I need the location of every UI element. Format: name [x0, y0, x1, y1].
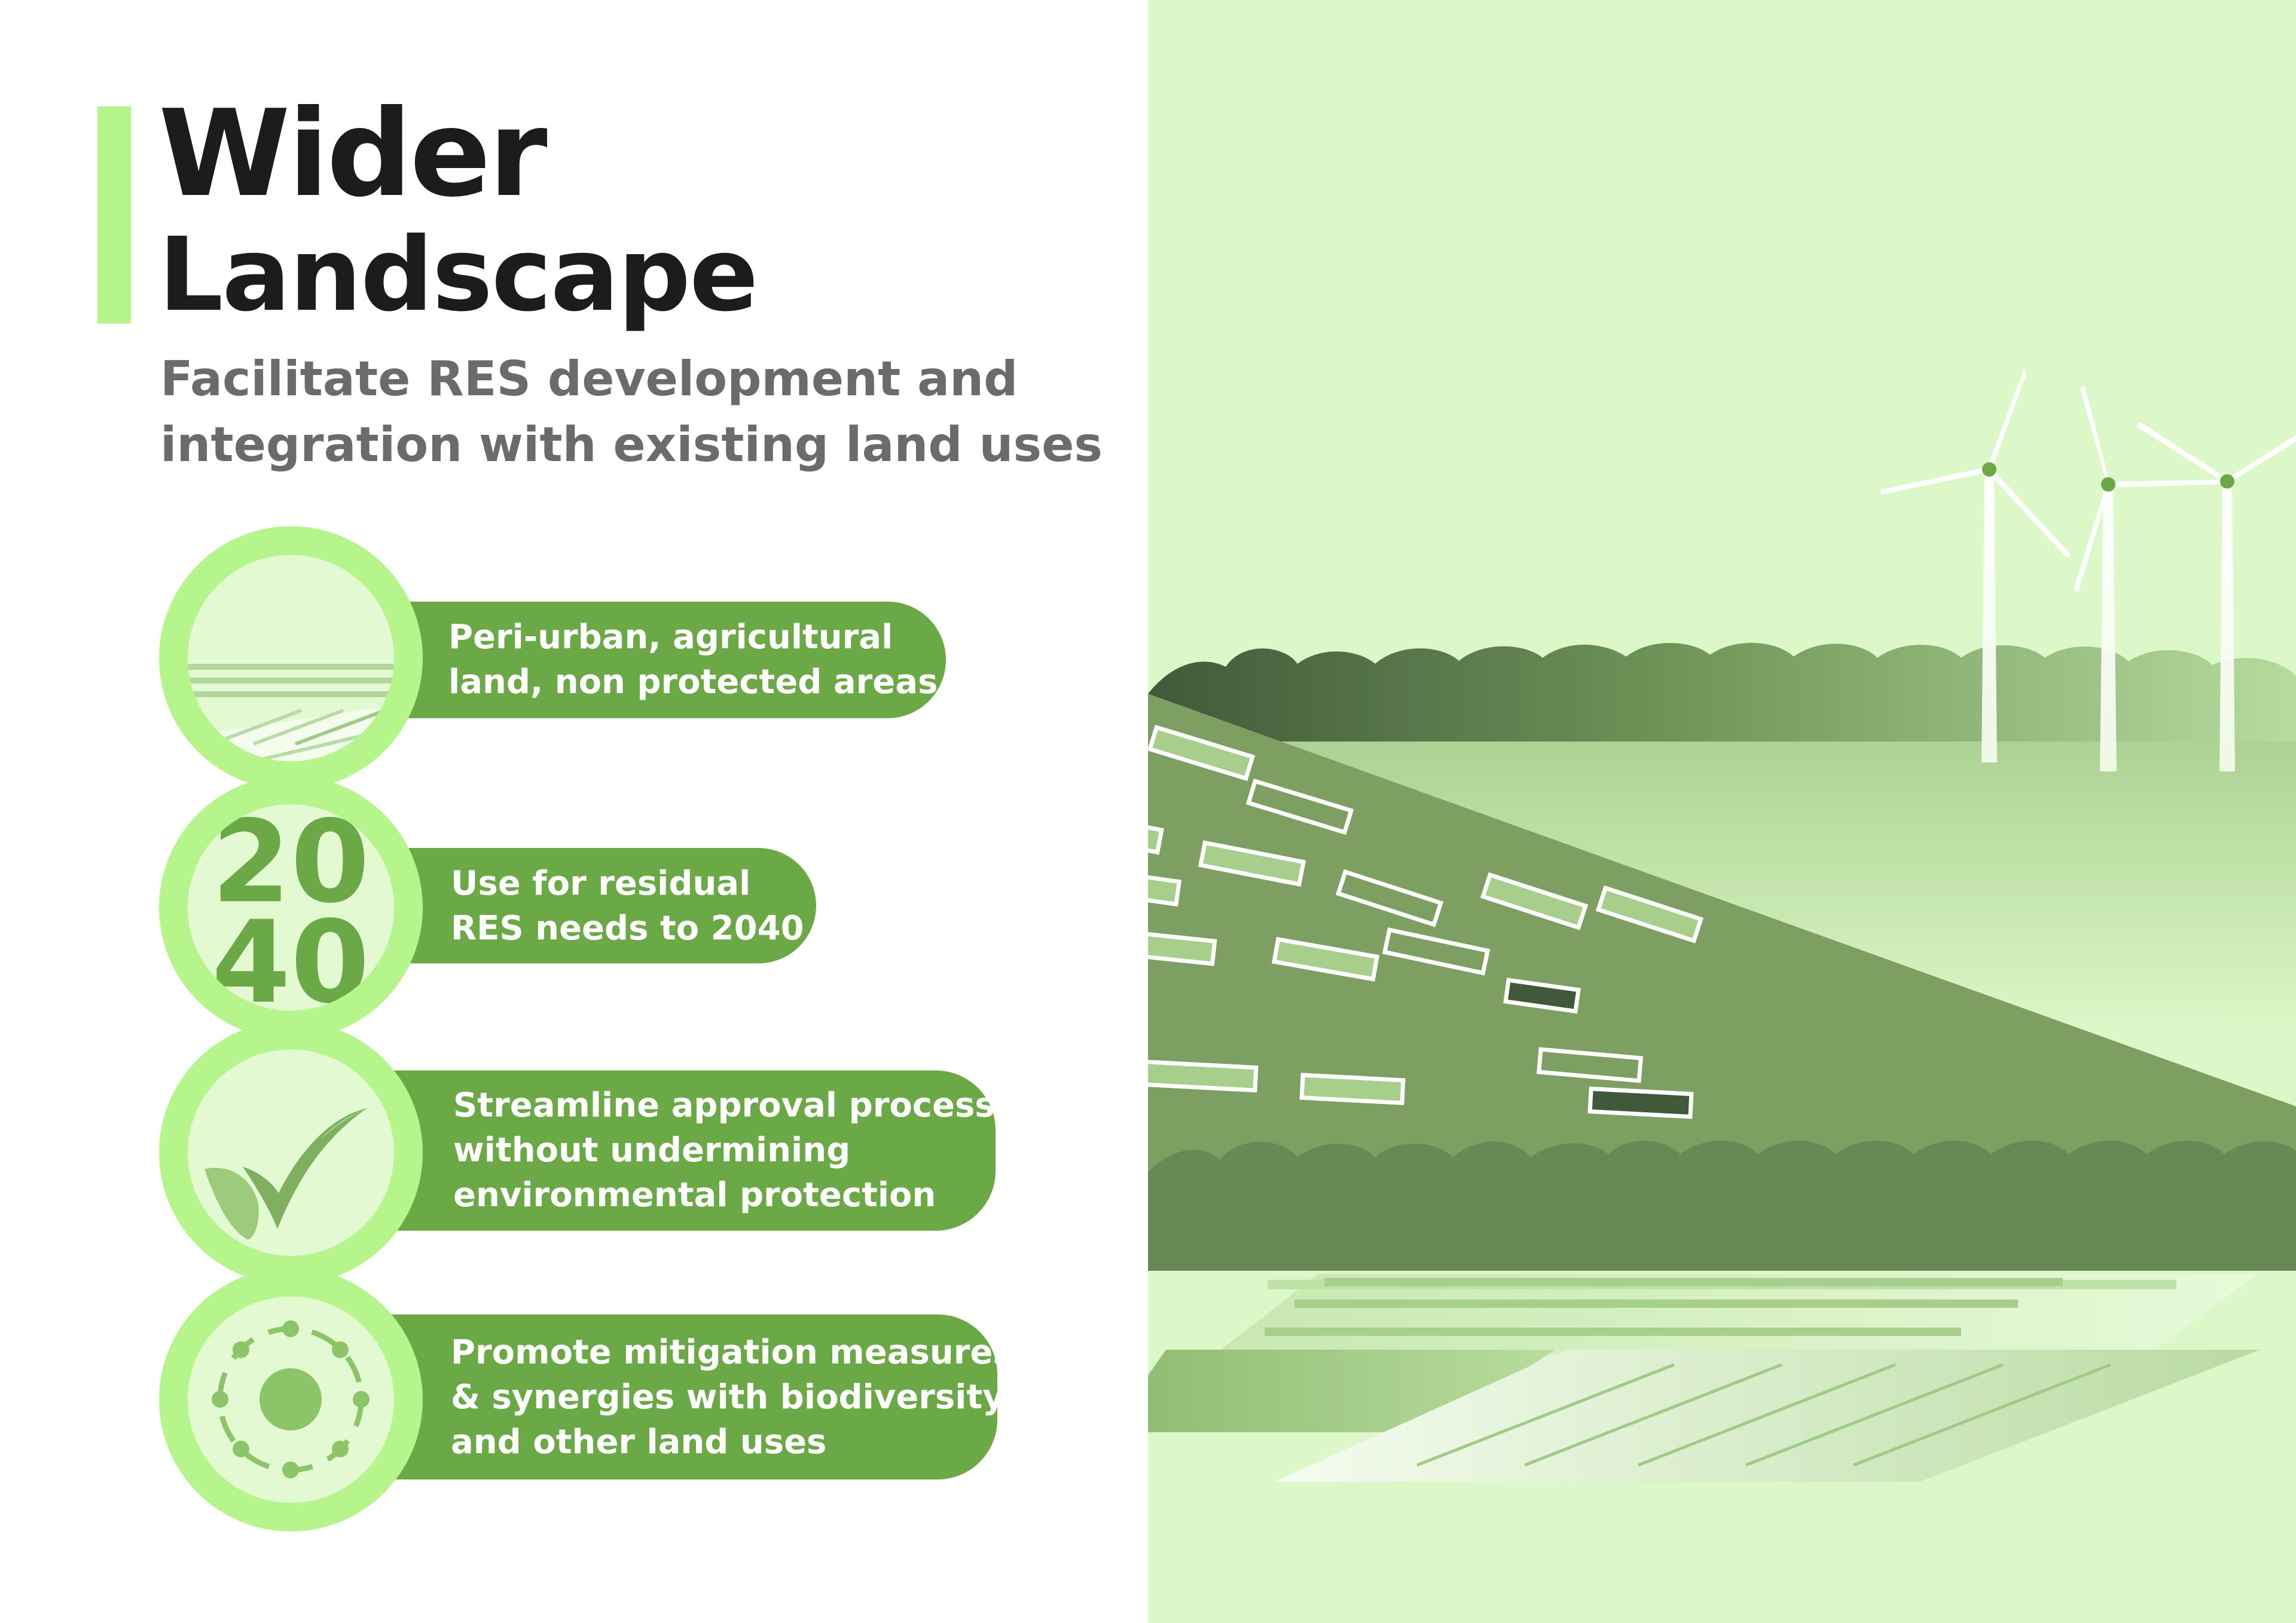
wind-turbine	[1880, 369, 2071, 762]
subtitle-line-1: Facilitate RES development and	[160, 351, 1018, 407]
item-pill-biodiversity	[335, 1314, 997, 1479]
solar-panel	[1503, 978, 1581, 1014]
wind-turbine	[2136, 422, 2296, 771]
solar-panel	[1271, 936, 1380, 982]
solar-panels	[1148, 724, 2081, 1119]
year-2040-icon: 20 40	[188, 804, 394, 1011]
title-accent-bar	[97, 106, 131, 324]
solar-panel	[1480, 872, 1589, 931]
item-icon-circle-biodiversity	[159, 1268, 423, 1532]
solar-panel	[1587, 1086, 1694, 1119]
solar-panel	[2057, 1064, 2081, 1087]
year-digits-bottom: 40	[212, 896, 370, 1011]
solar-panel	[1148, 724, 1256, 782]
back-treeline	[1148, 643, 2296, 742]
solar-panel	[1148, 871, 1182, 907]
landscape-illustration	[1148, 0, 2296, 1623]
biodiversity-cycle-icon	[188, 1296, 394, 1503]
solar-panel	[1299, 1072, 1406, 1106]
solar-panel	[1148, 931, 1217, 966]
item-text-line: Use for residual	[451, 864, 751, 903]
item-pill-approval	[335, 1070, 996, 1231]
solar-panel	[1198, 840, 1306, 887]
item-icon-circle-approval	[159, 1021, 423, 1285]
hillside	[1148, 694, 2296, 1271]
solar-panel	[1148, 818, 1164, 855]
wind-turbine	[2074, 386, 2221, 771]
info-panel: Wider Landscape Facilitate RES developme…	[97, 84, 1103, 1532]
item-text-line: Peri-urban, agricultural	[448, 618, 893, 657]
item-text-line: and other land uses	[451, 1423, 827, 1462]
item-text-biodiversity: Promote mitigation measures & synergies …	[451, 1330, 1013, 1465]
page-title-line-2: Landscape	[158, 216, 758, 334]
page-title-line-1: Wider	[158, 84, 548, 224]
item-pill-land	[335, 602, 946, 718]
item-icon-circle-land	[159, 526, 423, 790]
item-text-line: Promote mitigation measures	[451, 1333, 1013, 1372]
item-text-2040: Use for residual RES needs to 2040	[451, 861, 804, 951]
item-text-land: Peri-urban, agricultural land, non prote…	[448, 615, 938, 704]
item-icon-circle-2040: 20 40	[159, 776, 423, 1039]
checkmark-leaf-icon	[188, 1050, 394, 1256]
solar-panel	[1245, 778, 1354, 835]
solar-panel	[1595, 885, 1704, 944]
item-text-line: RES needs to 2040	[451, 909, 804, 948]
solar-panel	[1382, 927, 1491, 976]
item-text-line: Streamline approval process	[453, 1086, 995, 1125]
subtitle-line-2: integration with existing land uses	[160, 417, 1103, 472]
item-text-line: without undermining	[453, 1131, 851, 1170]
front-treeline	[1148, 1140, 2296, 1271]
landscape-scene	[1148, 0, 2296, 1623]
solar-panel	[1148, 1059, 1259, 1093]
solar-panel	[1828, 1009, 1855, 1035]
item-text-approval: Streamline approval process without unde…	[453, 1083, 995, 1218]
field-icon	[188, 555, 394, 761]
solar-panel	[1536, 1047, 1644, 1084]
item-text-line: & synergies with biodiversity	[451, 1378, 1004, 1417]
year-digits-top: 20	[212, 804, 370, 928]
solar-panel	[1335, 869, 1444, 928]
item-text-line: environmental protection	[453, 1176, 936, 1215]
item-text-line: land, non protected areas	[448, 663, 938, 701]
